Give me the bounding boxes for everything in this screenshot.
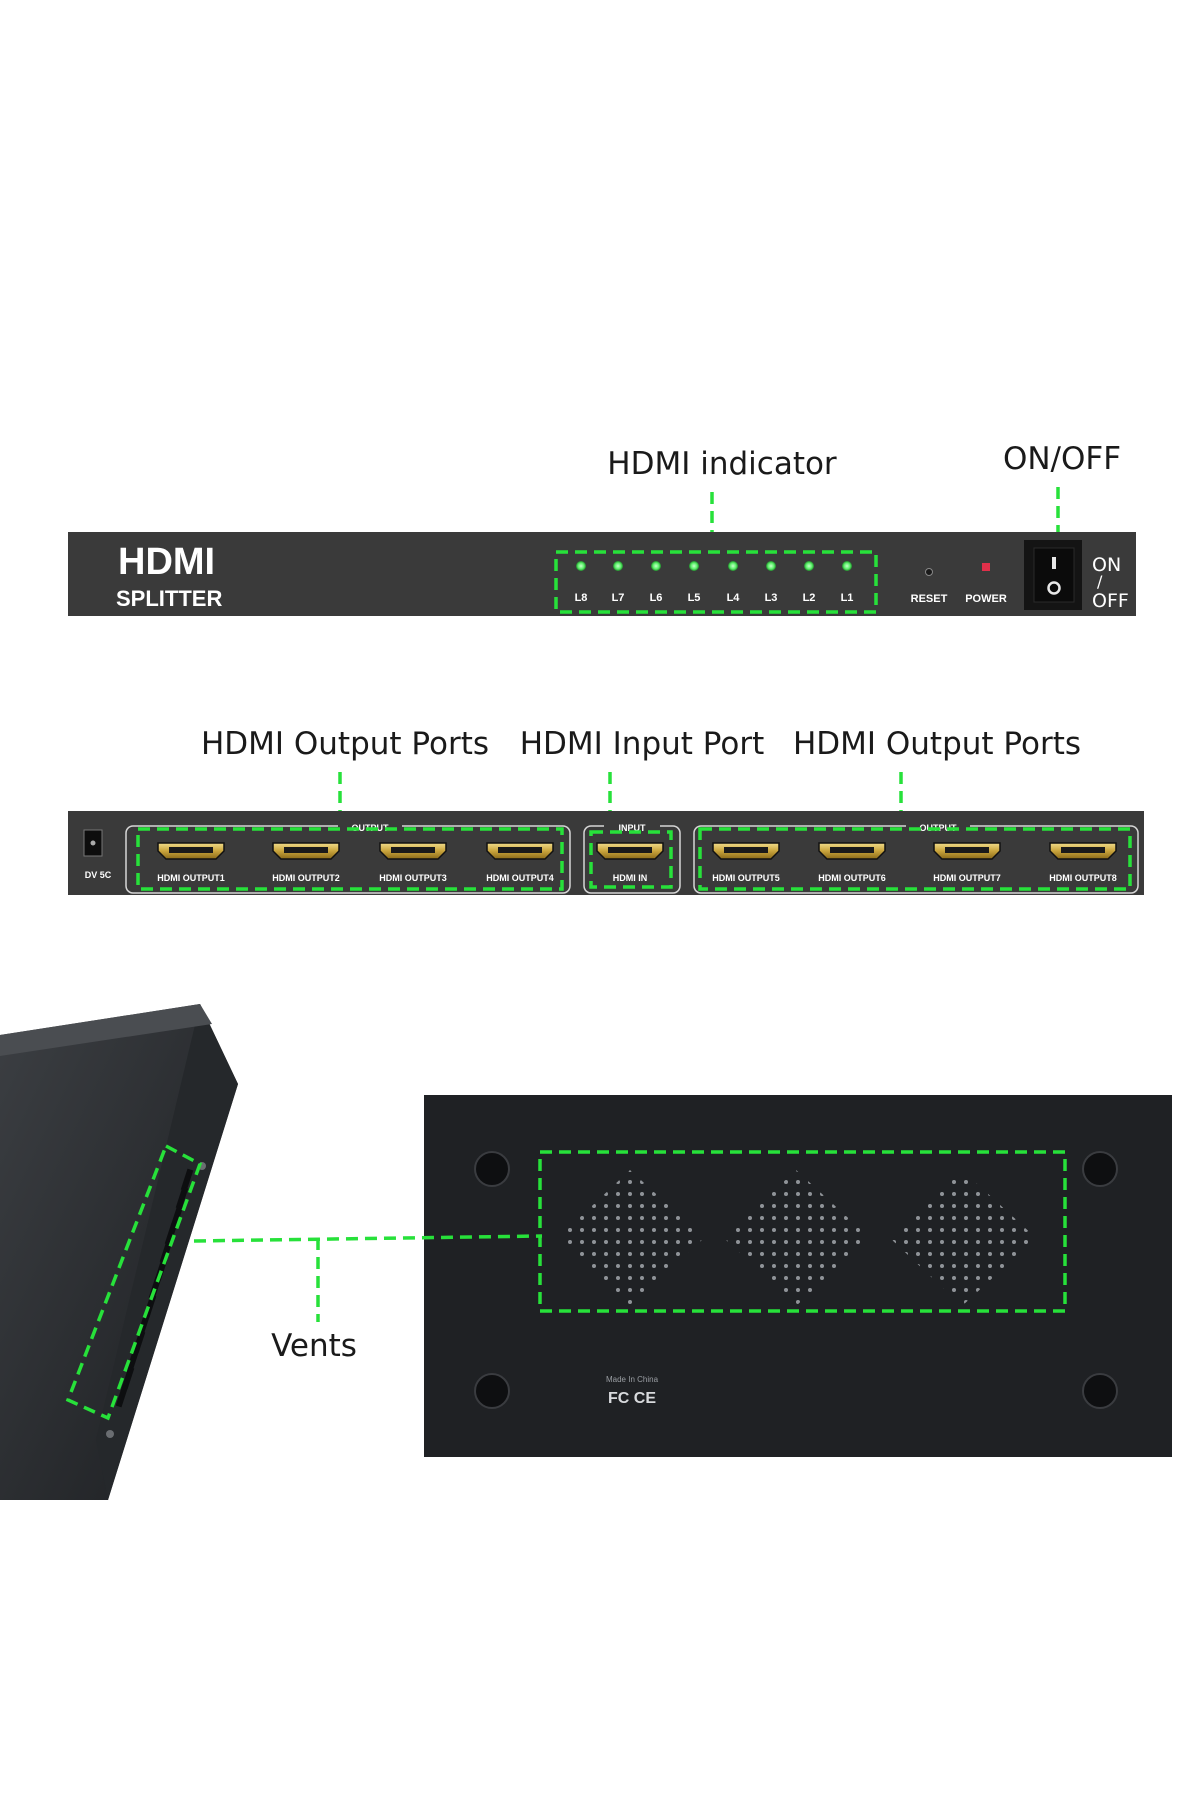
cert-marks: FC CE <box>608 1390 656 1407</box>
hdmi-output-port-2[interactable] <box>272 842 340 860</box>
hdmi-input-port[interactable] <box>596 842 664 860</box>
made-in-label: Made In China <box>606 1375 659 1384</box>
switch-on-label: ON <box>1092 554 1121 576</box>
port-label: HDMI OUTPUT5 <box>712 873 780 883</box>
port-label: HDMI OUTPUT8 <box>1049 873 1117 883</box>
hdmi-output-port-5[interactable] <box>712 842 780 860</box>
port-label: HDMI OUTPUT3 <box>379 873 447 883</box>
led-label: L6 <box>650 592 663 604</box>
output-ports-left-callout: HDMI Output Ports <box>201 726 489 762</box>
hdmi-output-port-6[interactable] <box>818 842 886 860</box>
led-label: L1 <box>841 592 854 604</box>
led-row: L8 L7 L6 L5 L4 L3 L2 L1 <box>575 561 854 604</box>
output-ports-right-highlight <box>698 827 1132 891</box>
on-off-callout: ON/OFF <box>1003 441 1121 477</box>
rubber-foot <box>474 1151 510 1187</box>
led-label: L5 <box>688 592 701 604</box>
side-view-case <box>0 1004 238 1500</box>
brand-hdmi: HDMI <box>118 541 215 583</box>
power-led <box>982 563 990 571</box>
led-l3 <box>766 561 776 571</box>
output-ports-left-highlight <box>136 827 564 891</box>
hdmi-output-port-7[interactable] <box>933 842 1001 860</box>
on-off-switch[interactable] <box>1024 540 1082 610</box>
port-label: HDMI IN <box>613 873 648 883</box>
front-panel <box>68 532 1136 616</box>
led-l6 <box>651 561 661 571</box>
led-label: L4 <box>727 592 741 604</box>
hdmi-output-port-4[interactable] <box>486 842 554 860</box>
hdmi-output-port-8[interactable] <box>1049 842 1117 860</box>
port-label: HDMI OUTPUT1 <box>157 873 225 883</box>
rubber-foot <box>1082 1373 1118 1409</box>
bottom-vents <box>558 1170 1036 1306</box>
rubber-foot <box>474 1373 510 1409</box>
led-label: L8 <box>575 592 588 604</box>
dc-jack[interactable] <box>83 829 103 857</box>
switch-slash: / <box>1097 572 1103 591</box>
hdmi-indicator-callout: HDMI indicator <box>607 446 837 482</box>
led-label: L7 <box>612 592 625 604</box>
led-label: L3 <box>765 592 778 604</box>
input-group-label: INPUT <box>619 823 647 833</box>
hdmi-output-port-1[interactable] <box>157 842 225 860</box>
reset-button[interactable] <box>925 568 933 576</box>
led-l1 <box>842 561 852 571</box>
led-l7 <box>613 561 623 571</box>
rubber-foot <box>1082 1151 1118 1187</box>
dc-label: DV 5C <box>85 870 112 880</box>
led-l2 <box>804 561 814 571</box>
output-ports-right-callout: HDMI Output Ports <box>793 726 1081 762</box>
input-port-highlight <box>589 830 673 889</box>
hdmi-output-port-3[interactable] <box>379 842 447 860</box>
power-label: POWER <box>965 593 1007 605</box>
port-label: HDMI OUTPUT7 <box>933 873 1001 883</box>
led-label: L2 <box>803 592 816 604</box>
brand-splitter: SPLITTER <box>116 586 222 611</box>
port-label: HDMI OUTPUT6 <box>818 873 886 883</box>
reset-label: RESET <box>911 593 948 605</box>
hdmi-indicator-highlight <box>554 550 878 614</box>
side-vents-highlight <box>65 1143 203 1421</box>
led-l4 <box>728 561 738 571</box>
led-l8 <box>576 561 586 571</box>
input-port-callout: HDMI Input Port <box>520 726 765 762</box>
led-l5 <box>689 561 699 571</box>
port-label: HDMI OUTPUT4 <box>486 873 554 883</box>
vents-leader-horizontal <box>193 1234 543 1243</box>
switch-off-label: OFF <box>1092 590 1129 612</box>
port-label: HDMI OUTPUT2 <box>272 873 340 883</box>
vents-callout: Vents <box>271 1328 357 1364</box>
